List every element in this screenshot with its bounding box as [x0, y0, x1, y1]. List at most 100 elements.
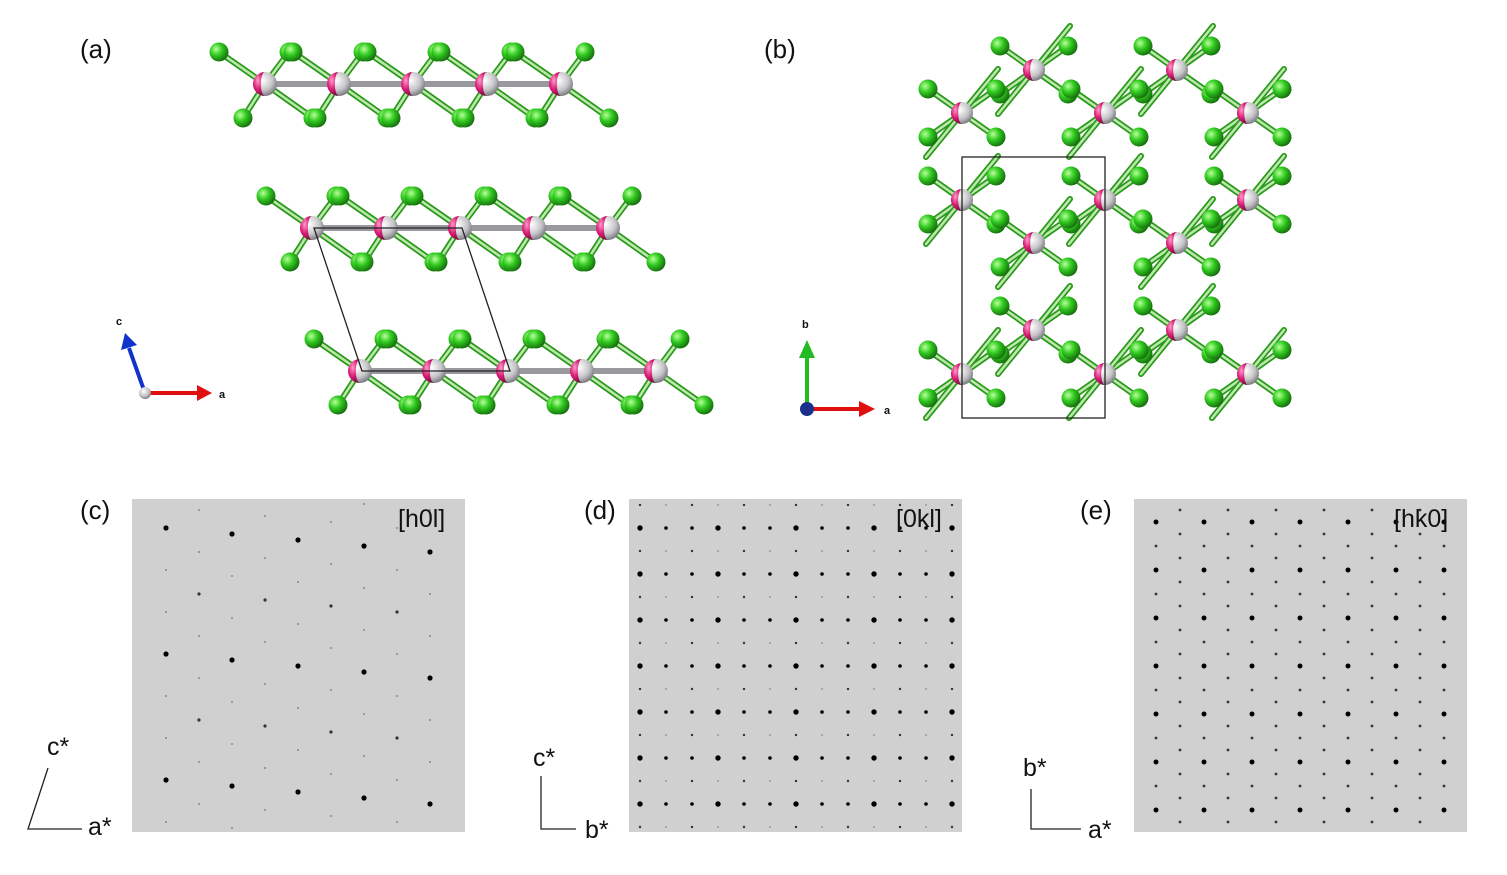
diffraction-spot — [898, 802, 902, 806]
diffraction-spot — [1274, 676, 1278, 680]
diffraction-spot — [769, 504, 771, 506]
reciprocal-axes-c: c* a* — [27, 733, 112, 841]
diffraction-spot — [821, 688, 823, 690]
diffraction-spot — [665, 642, 667, 644]
diffraction-spot — [793, 755, 799, 761]
metal-atom-accent — [644, 359, 656, 383]
diffraction-spot — [1346, 688, 1350, 692]
ligand-atom — [986, 340, 1006, 360]
diffraction-spot — [742, 549, 746, 553]
diffraction-spot — [950, 825, 954, 829]
ligand-atom — [233, 108, 253, 128]
diffraction-spot — [1226, 796, 1230, 800]
ligand-atom — [1272, 127, 1292, 147]
diffraction-spot — [717, 642, 719, 644]
diffraction-spot — [1322, 556, 1326, 560]
diffraction-spot — [665, 596, 667, 598]
diffraction-spot — [1201, 567, 1207, 573]
diffraction-spot — [427, 675, 433, 681]
diffraction-spot — [769, 688, 771, 690]
ligand-atom — [307, 108, 327, 128]
diffraction-spot — [873, 688, 875, 690]
diffraction-spot — [690, 756, 694, 760]
layer-2 — [256, 186, 666, 272]
axis-b-arrowhead — [799, 340, 815, 358]
diffraction-spot — [873, 596, 875, 598]
diffraction-spot — [1370, 508, 1374, 512]
diffraction-spot — [1226, 772, 1230, 776]
diffraction-spot — [297, 623, 299, 625]
diffraction-spot — [231, 575, 233, 577]
diffraction-spot — [924, 618, 928, 622]
diffraction-spot — [1202, 784, 1206, 788]
reciprocal-axis-lines — [540, 776, 576, 830]
diffraction-spot — [1345, 759, 1351, 765]
panel-d-label: (d) — [584, 495, 616, 525]
diffraction-spot — [793, 571, 799, 577]
diffraction-spot — [1345, 519, 1351, 525]
diffraction-spot — [1154, 688, 1158, 692]
zone-axis-label-h0l: [h0l] — [398, 505, 445, 533]
metal-atom — [1166, 232, 1188, 254]
ligand-atom — [575, 42, 595, 62]
diffraction-spot — [1393, 711, 1399, 717]
diffraction-spot — [898, 710, 902, 714]
diffraction-spot — [638, 733, 642, 737]
diffraction-spot — [297, 707, 299, 709]
metal-atom-accent — [253, 72, 265, 96]
diffraction-spot — [1274, 580, 1278, 584]
ligand-atom — [694, 395, 714, 415]
diffraction-spot — [871, 801, 877, 807]
diffraction-spots-0kl — [637, 503, 955, 829]
diffraction-spot — [165, 821, 167, 823]
diffraction-spot — [924, 710, 928, 714]
diffraction-spot — [330, 647, 332, 649]
diffraction-spot — [1418, 580, 1422, 584]
axis-c-origin — [800, 402, 814, 416]
diffraction-spot — [769, 642, 771, 644]
diffraction-spot — [295, 663, 301, 669]
ligand-atom — [918, 79, 938, 99]
panel-b: (b) a b — [764, 23, 1292, 421]
crystal-structure-top-view — [918, 23, 1292, 421]
diffraction-spot — [664, 572, 668, 576]
diffraction-spot — [742, 733, 746, 737]
reciprocal-axis-b-star: b* — [1023, 754, 1047, 782]
diffraction-spot — [198, 509, 200, 511]
diffraction-spot — [742, 710, 746, 714]
zone-axis-label-0kl: [0kl] — [896, 505, 942, 533]
ligand-atom — [1201, 296, 1221, 316]
ligand-atom — [1201, 209, 1221, 229]
ligand-atom — [1201, 257, 1221, 277]
diffraction-spot — [898, 526, 902, 530]
unit-cell-outline — [313, 227, 511, 372]
metal-atom — [1166, 59, 1188, 81]
diffraction-spot — [1226, 676, 1230, 680]
reciprocal-axis-c-star: c* — [533, 744, 556, 772]
diffraction-spot — [690, 641, 694, 645]
diffraction-spot — [717, 550, 719, 552]
diffraction-spot — [949, 755, 955, 761]
diffraction-spot — [1297, 567, 1303, 573]
diffraction-spot — [742, 825, 746, 829]
diffraction-spot — [846, 595, 850, 599]
ligand-atom — [455, 108, 475, 128]
diffraction-spot — [1178, 580, 1182, 584]
diffraction-spot — [846, 549, 850, 553]
diffraction-spot — [363, 503, 365, 505]
diffraction-spot — [1154, 640, 1158, 644]
diffraction-spot — [925, 550, 927, 552]
diffraction-spot — [742, 802, 746, 806]
diffraction-spot — [1153, 663, 1159, 669]
metal-atom-accent — [951, 189, 962, 211]
diffraction-spot — [768, 664, 772, 668]
ligand-atom — [918, 340, 938, 360]
ligand-atom — [1204, 127, 1224, 147]
diffraction-spot — [742, 618, 746, 622]
diffraction-spot — [873, 504, 875, 506]
diffraction-spot — [664, 802, 668, 806]
diffraction-spot — [742, 779, 746, 783]
diffraction-spot — [1226, 556, 1230, 560]
diffraction-spot — [295, 789, 301, 795]
diffraction-spot — [363, 713, 365, 715]
